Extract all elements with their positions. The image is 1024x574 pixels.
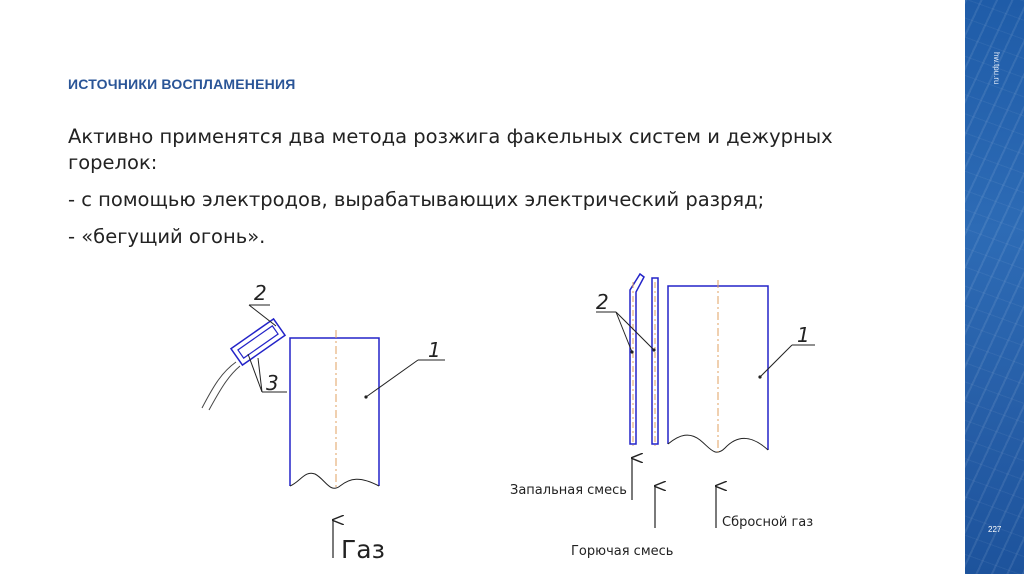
label-2-right: 2	[596, 290, 609, 314]
ignition-diagrams: 2 3 1 Газ 2 1 Запальная смесь Горючая см…	[201, 272, 815, 564]
gas-label: Газ	[341, 535, 385, 564]
combustible-mix-label: Горючая смесь	[571, 544, 673, 559]
electrode-wire-1	[201, 361, 237, 409]
side-url: hw.tpu.ru	[992, 52, 1001, 85]
electrode-wire-2	[208, 365, 241, 411]
ignition-mix-label: Запальная смесь	[510, 483, 627, 498]
paragraph-running-fire: - «бегущий огонь».	[68, 225, 266, 248]
pipe-break-right	[667, 434, 769, 453]
label-2-left: 2	[254, 281, 267, 305]
label-1-left: 1	[428, 338, 441, 362]
leader-line-1-right	[759, 344, 793, 378]
figure-running-fire: 2 1 Запальная смесь Горючая смесь Сбросн…	[510, 272, 815, 559]
label-3-left: 3	[266, 371, 279, 395]
pipe-break-left	[289, 472, 380, 489]
slide-body: Активно применятся два метода розжига фа…	[68, 124, 908, 261]
figure-electrode: 2 3 1 Газ	[201, 281, 445, 564]
page-number: 227	[988, 525, 1002, 534]
slide-title: ИСТОЧНИКИ ВОСПЛАМЕНЕНИЯ	[68, 76, 296, 92]
leader-line-1-left	[365, 359, 419, 398]
discharge-gas-label: Сбросной газ	[722, 515, 813, 530]
label-1-right: 1	[797, 323, 810, 347]
ignition-tube-inner	[651, 277, 659, 445]
ignition-tube-outer	[629, 272, 645, 445]
paragraph-electrodes: - с помощью электродов, вырабатывающих э…	[68, 188, 765, 211]
paragraph-intro: Активно применятся два метода розжига фа…	[68, 125, 833, 174]
sidebar-decoration	[965, 0, 1024, 574]
flare-pipe-left	[289, 337, 380, 486]
electrode-body	[229, 317, 287, 367]
